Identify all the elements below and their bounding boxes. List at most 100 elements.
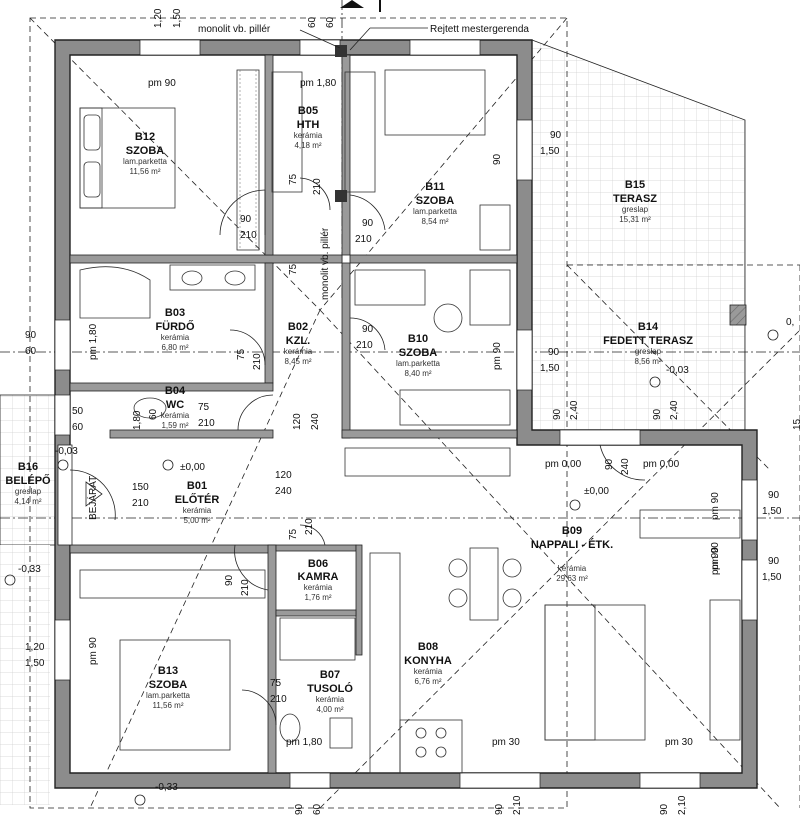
dim: 90	[224, 574, 235, 586]
exterior-walls	[54, 39, 758, 789]
dim: 1,80	[132, 410, 143, 430]
room-material: kerámia	[183, 506, 212, 515]
dim: 75	[288, 528, 299, 540]
room-b02: B02 KZL. kerámia 8,45 m²	[284, 321, 313, 366]
dim: 90	[768, 556, 780, 567]
room-id: B07	[320, 669, 340, 681]
pillars	[335, 45, 747, 326]
room-b13: B13 SZOBA lam.parketta 11,56 m²	[146, 665, 191, 710]
dim: 120	[275, 470, 292, 481]
room-name: SZOBA	[126, 145, 165, 157]
dim: 90	[604, 458, 615, 470]
pillar-label-top: monolit vb. pillér	[198, 24, 271, 35]
dim: 75	[288, 173, 299, 185]
room-material: lam.parketta	[123, 157, 168, 166]
dim: -0,03	[666, 365, 689, 376]
dim: 90	[362, 218, 374, 229]
room-area: 11,56 m²	[153, 701, 184, 710]
dim: 75	[288, 263, 299, 275]
dim: 1,50	[172, 8, 183, 28]
room-id: B02	[288, 321, 308, 333]
room-material: kerámia	[304, 583, 333, 592]
dim: 210	[304, 518, 315, 535]
room-material: greslap	[15, 487, 42, 496]
room-name: KAMRA	[298, 571, 339, 583]
dim: 90	[550, 130, 562, 141]
room-name: FÜRDŐ	[155, 320, 195, 333]
dim: pm 0,00	[545, 459, 582, 470]
dim: 210	[356, 340, 373, 351]
dim: 1,50	[25, 658, 45, 669]
doors	[69, 177, 646, 726]
room-b07: B07 TUSOLÓ kerámia 4,00 m²	[307, 669, 353, 714]
room-area: 1,59 m²	[161, 421, 188, 430]
room-area: 29,63 m²	[556, 574, 588, 583]
room-b14: B14 FEDETT TERASZ greslap 8,56 m²	[603, 321, 693, 366]
room-material: kerámia	[316, 695, 345, 704]
room-material: greslap	[635, 347, 662, 356]
room-area: 8,45 m²	[284, 357, 311, 366]
room-name: KONYHA	[404, 655, 452, 667]
room-id: B05	[298, 105, 318, 117]
room-area: 8,56 m²	[634, 357, 661, 366]
dim: 210	[312, 178, 323, 195]
room-id: B01	[187, 480, 207, 492]
pillar-label-mid: monolit vb. pillér	[320, 227, 331, 300]
dim: 2,10	[512, 795, 523, 815]
dim: 120	[292, 413, 303, 430]
dim: 90	[294, 803, 305, 815]
dim: 75	[198, 402, 210, 413]
room-material: kerámia	[284, 347, 313, 356]
dim: pm 90	[88, 637, 99, 665]
dim: pm 1,80	[286, 737, 323, 748]
room-b03: B03 FÜRDŐ kerámia 6,80 m²	[155, 307, 195, 352]
dim: pm 0,00	[643, 459, 680, 470]
dim: 210	[198, 418, 215, 429]
dim: 1,50	[762, 506, 782, 517]
room-b04: B04 WC kerámia 1,59 m²	[161, 385, 190, 430]
room-area: 6,80 m²	[161, 343, 188, 352]
room-material: lam.parketta	[396, 359, 441, 368]
dim: 2,40	[669, 400, 680, 420]
dim: ±0,00	[180, 462, 205, 473]
dim: -0,03	[55, 446, 78, 457]
room-b12: B12 SZOBA lam.parketta 11,56 m²	[123, 131, 168, 176]
room-area: 11,56 m²	[130, 167, 161, 176]
dim: pm 1,80	[300, 78, 337, 89]
dim: 210	[270, 694, 287, 705]
entrance-label: BEJÁRAT	[86, 476, 99, 520]
room-id: B13	[158, 665, 178, 677]
room-name: SZOBA	[399, 347, 438, 359]
dim: 90	[25, 330, 37, 341]
dim: 15	[792, 418, 800, 430]
room-name: NAPPALI - ÉTK.	[531, 538, 613, 551]
dim: 240	[310, 413, 321, 430]
room-area: 4,00 m²	[316, 705, 343, 714]
room-material: kerámia	[161, 411, 190, 420]
dim: ±0,00	[584, 486, 609, 497]
dim: 210	[240, 230, 257, 241]
room-name: KZL.	[286, 335, 310, 347]
level-markers	[4, 329, 779, 806]
dim: 1,50	[540, 146, 560, 157]
dim: 90	[659, 803, 670, 815]
room-area: 8,54 m²	[421, 217, 448, 226]
room-id: B16	[18, 461, 38, 473]
dim: 90	[768, 490, 780, 501]
room-b01: B01 ELŐTÉR kerámia 5,00 m²	[175, 480, 220, 525]
room-id: B11	[425, 181, 445, 193]
room-id: B03	[165, 307, 185, 319]
annotations: monolit vb. pillér Rejtett mestergerenda…	[85, 24, 529, 520]
dim: 210	[355, 234, 372, 245]
room-id: B04	[165, 385, 186, 397]
dim: 75	[270, 678, 282, 689]
room-b08: B08 KONYHA kerámia 6,76 m²	[404, 641, 452, 686]
dim: 1,50	[540, 363, 560, 374]
room-name: WC	[166, 399, 184, 411]
room-b05: B05 HTH kerámia 4,18 m²	[294, 105, 323, 150]
room-area: 5,00 m²	[183, 516, 210, 525]
room-id: B12	[135, 131, 155, 143]
room-b09: B09 NAPPALI - ÉTK. kerámia 29,63 m²	[531, 525, 613, 583]
dim: 90	[492, 153, 503, 165]
room-area: 1,76 m²	[304, 593, 331, 602]
